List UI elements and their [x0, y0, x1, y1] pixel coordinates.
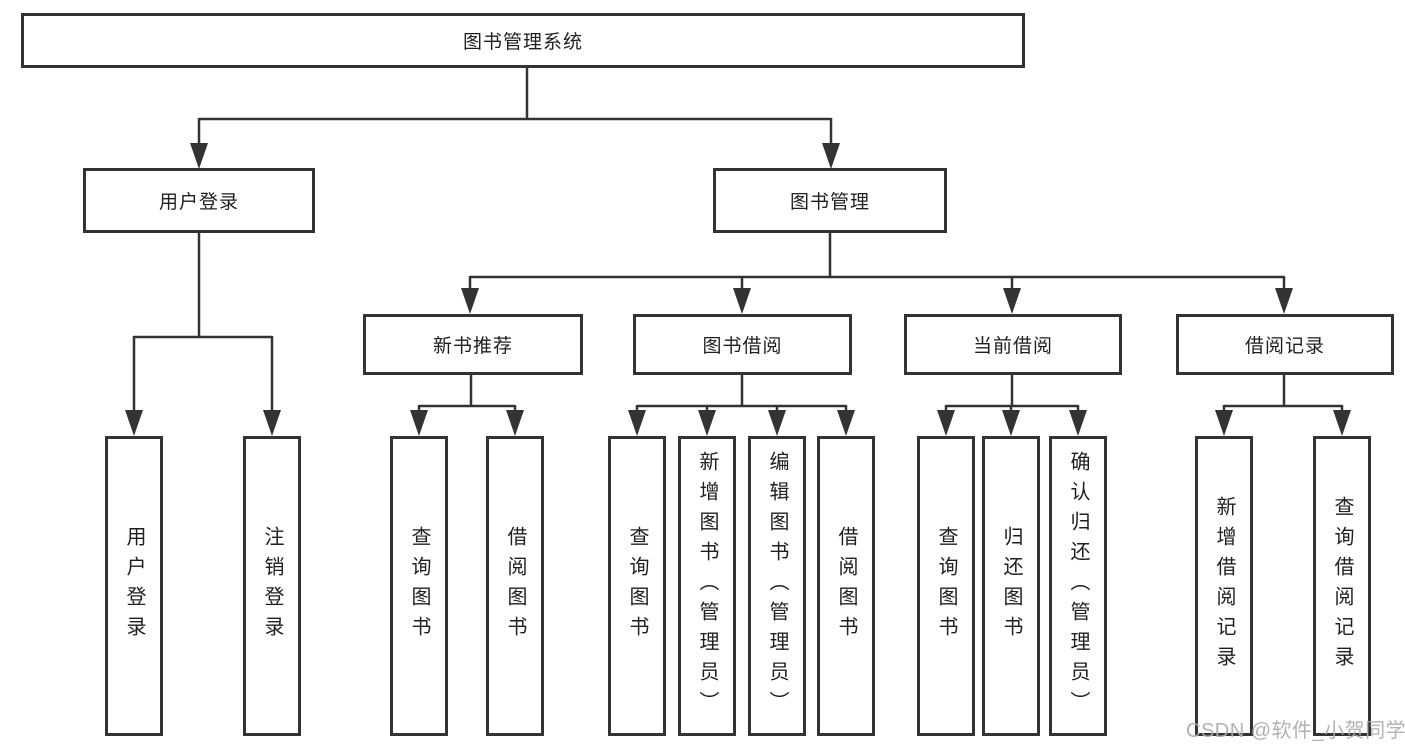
watermark: CSDN @软件_小贺同学: [1186, 720, 1405, 742]
node-book-management: 图书管理: [713, 168, 947, 233]
node-root: 图书管理系统: [21, 13, 1025, 68]
leaf-label: 借阅图书: [504, 526, 526, 646]
leaf-query-books-current: 查询图书: [917, 436, 975, 736]
leaf-return-book: 归还图书: [982, 436, 1040, 736]
leaf-edit-book-admin: 编辑图书（管理员）: [748, 436, 806, 736]
connector-borrow-record-group: [1222, 375, 1344, 411]
leaf-user-login: 用户登录: [105, 436, 163, 736]
leaf-query-books-borrow: 查询图书: [608, 436, 666, 736]
connector-root-to-level2: [197, 68, 833, 144]
leaf-add-book-admin: 新增图书（管理员）: [678, 436, 736, 736]
leaf-label: 查询图书: [408, 526, 430, 646]
arrowheads: [125, 143, 1351, 436]
leaf-label: 注销登录: [261, 526, 283, 646]
leaf-borrow-books: 借阅图书: [817, 436, 875, 736]
leaf-query-books-recommend: 查询图书: [390, 436, 448, 736]
node-user-login: 用户登录: [83, 168, 315, 233]
connector-book-management-group: [468, 233, 1286, 289]
leaf-label: 查询图书: [935, 526, 957, 646]
leaf-label: 归还图书: [1000, 526, 1022, 646]
leaf-label: 借阅图书: [835, 526, 857, 646]
connector-book-borrow-group: [635, 375, 848, 411]
leaf-logout: 注销登录: [243, 436, 301, 736]
leaf-label: 编辑图书（管理员）: [766, 451, 788, 721]
leaf-label: 查询图书: [626, 526, 648, 646]
connector-new-book-group: [417, 375, 517, 411]
node-current-borrow: 当前借阅: [904, 314, 1122, 375]
node-book-borrow: 图书借阅: [633, 314, 852, 375]
connector-user-login-group: [132, 233, 274, 411]
leaf-label: 确认归还（管理员）: [1067, 451, 1089, 721]
connector-current-borrow-group: [944, 375, 1080, 411]
leaf-label: 用户登录: [123, 526, 145, 646]
leaf-borrow-books-recommend: 借阅图书: [486, 436, 544, 736]
node-borrow-records: 借阅记录: [1176, 314, 1394, 375]
leaf-add-borrow-record: 新增借阅记录: [1195, 436, 1253, 736]
node-new-book-recommend: 新书推荐: [363, 314, 583, 375]
leaf-label: 查询借阅记录: [1331, 496, 1353, 676]
leaf-query-borrow-record: 查询借阅记录: [1313, 436, 1371, 736]
leaf-label: 新增图书（管理员）: [696, 451, 718, 721]
leaf-label: 新增借阅记录: [1213, 496, 1235, 676]
leaf-confirm-return-admin: 确认归还（管理员）: [1049, 436, 1107, 736]
